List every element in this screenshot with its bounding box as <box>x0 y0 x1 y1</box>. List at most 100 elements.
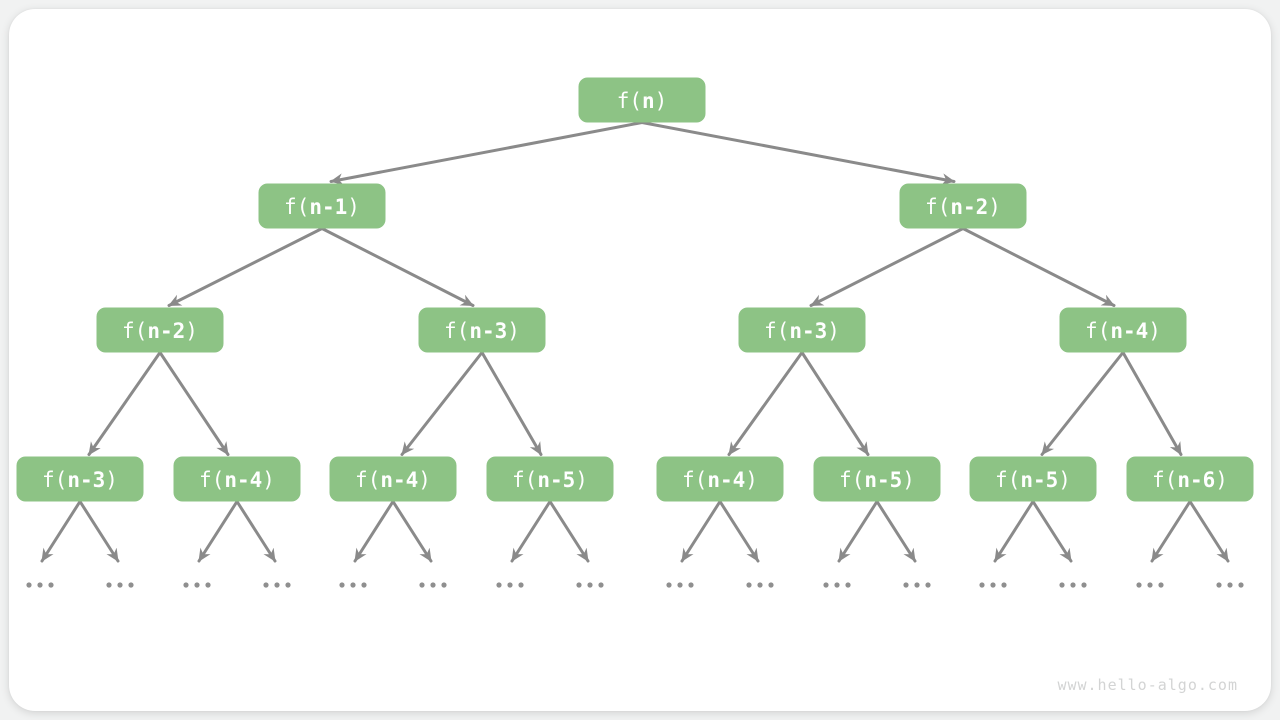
ellipsis-dot <box>441 582 447 588</box>
node-label: f(n-4) <box>199 468 275 492</box>
node-label: f(n) <box>617 89 668 113</box>
ellipsis <box>1136 582 1164 588</box>
tree-edge <box>480 351 543 456</box>
leaf-arrow <box>718 500 760 563</box>
ellipsis-dot <box>688 582 694 588</box>
ellipsis-dot <box>274 582 280 588</box>
tree-node: f(n-2) <box>899 183 1027 229</box>
leaf-arrow <box>197 500 239 563</box>
leaf-arrow <box>993 500 1035 563</box>
ellipsis <box>263 582 291 588</box>
ellipsis <box>106 582 134 588</box>
tree-edge <box>400 351 484 456</box>
ellipsis-dot <box>823 582 829 588</box>
tree-edge <box>329 121 644 186</box>
ellipsis-dot <box>925 582 931 588</box>
watermark: www.hello-algo.com <box>1057 676 1238 694</box>
node-box <box>258 183 386 229</box>
leaf-arrow <box>1188 500 1230 563</box>
ellipsis <box>1216 582 1244 588</box>
node-label: f(n-4) <box>1085 319 1161 343</box>
tree-edge <box>167 227 324 307</box>
tree-node: f(n-4) <box>656 456 784 502</box>
tree-node: f(n-3) <box>16 456 144 502</box>
ellipsis <box>339 582 367 588</box>
node-box <box>578 77 706 123</box>
ellipsis-dot <box>768 582 774 588</box>
node-box <box>329 456 457 502</box>
tree-edge <box>1040 351 1125 456</box>
tree-edge <box>800 351 870 456</box>
tree-node: f(n-4) <box>1059 307 1187 353</box>
node-label: f(n-3) <box>42 468 118 492</box>
leaf-arrow <box>235 500 277 563</box>
ellipsis <box>419 582 447 588</box>
ellipsis <box>1059 582 1087 588</box>
node-box <box>899 183 1027 229</box>
tree-node: f(n-1) <box>258 183 386 229</box>
ellipsis-dot <box>914 582 920 588</box>
node-box <box>813 456 941 502</box>
leaf-arrow <box>1150 500 1192 563</box>
ellipsis-dot <box>1001 582 1007 588</box>
tree-node: f(n-2) <box>96 307 224 353</box>
nodes-layer: f(n) f(n-1) f(n-2) f(n-2) f(n-3) f(n-3) f(n-4)… <box>16 77 1254 502</box>
ellipsis-dot <box>48 582 54 588</box>
ellipsis-dot <box>587 582 593 588</box>
tree-node: f(n-4) <box>329 456 457 502</box>
tree-edge <box>158 351 230 456</box>
tree-node: f(n-5) <box>486 456 614 502</box>
node-label: f(n-2) <box>925 195 1001 219</box>
tree-edge <box>320 227 475 307</box>
edges-layer <box>40 121 1230 563</box>
ellipsis-dot <box>979 582 985 588</box>
node-label: f(n-5) <box>995 468 1071 492</box>
ellipsis-dot <box>263 582 269 588</box>
node-label: f(n-3) <box>444 319 520 343</box>
node-label: f(n-5) <box>839 468 915 492</box>
ellipsis <box>576 582 604 588</box>
diagram-card <box>9 9 1271 711</box>
tree-edge <box>640 121 956 186</box>
ellipsis-dot <box>128 582 134 588</box>
ellipsis-dot <box>205 582 211 588</box>
node-label: f(n-3) <box>764 319 840 343</box>
tree-edge <box>1121 351 1183 456</box>
ellipsis <box>26 582 54 588</box>
leaf-arrow <box>1031 500 1073 563</box>
ellipsis-dot <box>1059 582 1065 588</box>
ellipsis-dot <box>507 582 513 588</box>
ellipsis-dot <box>1227 582 1233 588</box>
ellipsis-dot <box>183 582 189 588</box>
tree-node: f(n-6) <box>1126 456 1254 502</box>
ellipsis <box>666 582 694 588</box>
tree-edge <box>727 351 804 456</box>
node-box <box>969 456 1097 502</box>
ellipsis-dot <box>598 582 604 588</box>
leaf-arrow <box>680 500 722 563</box>
ellipsis-dot <box>1081 582 1087 588</box>
leaf-arrow <box>78 500 120 563</box>
tree-node: f(n-3) <box>418 307 546 353</box>
ellipsis-dot <box>746 582 752 588</box>
ellipsis <box>979 582 1007 588</box>
node-box <box>418 307 546 353</box>
tree-node: f(n-4) <box>173 456 301 502</box>
ellipsis <box>823 582 851 588</box>
ellipsis-dot <box>339 582 345 588</box>
ellipsis-dot <box>361 582 367 588</box>
node-label: f(n-6) <box>1152 468 1228 492</box>
tree-edge <box>961 227 1116 307</box>
leaf-arrow <box>837 500 879 563</box>
ellipsis-dot <box>1136 582 1142 588</box>
node-box <box>173 456 301 502</box>
tree-edge <box>87 351 162 456</box>
ellipsis-layer <box>26 582 1244 588</box>
leaf-arrow <box>548 500 590 563</box>
node-box <box>738 307 866 353</box>
tree-edge <box>809 227 965 307</box>
ellipsis-dot <box>666 582 672 588</box>
ellipsis-dot <box>26 582 32 588</box>
ellipsis-dot <box>350 582 356 588</box>
